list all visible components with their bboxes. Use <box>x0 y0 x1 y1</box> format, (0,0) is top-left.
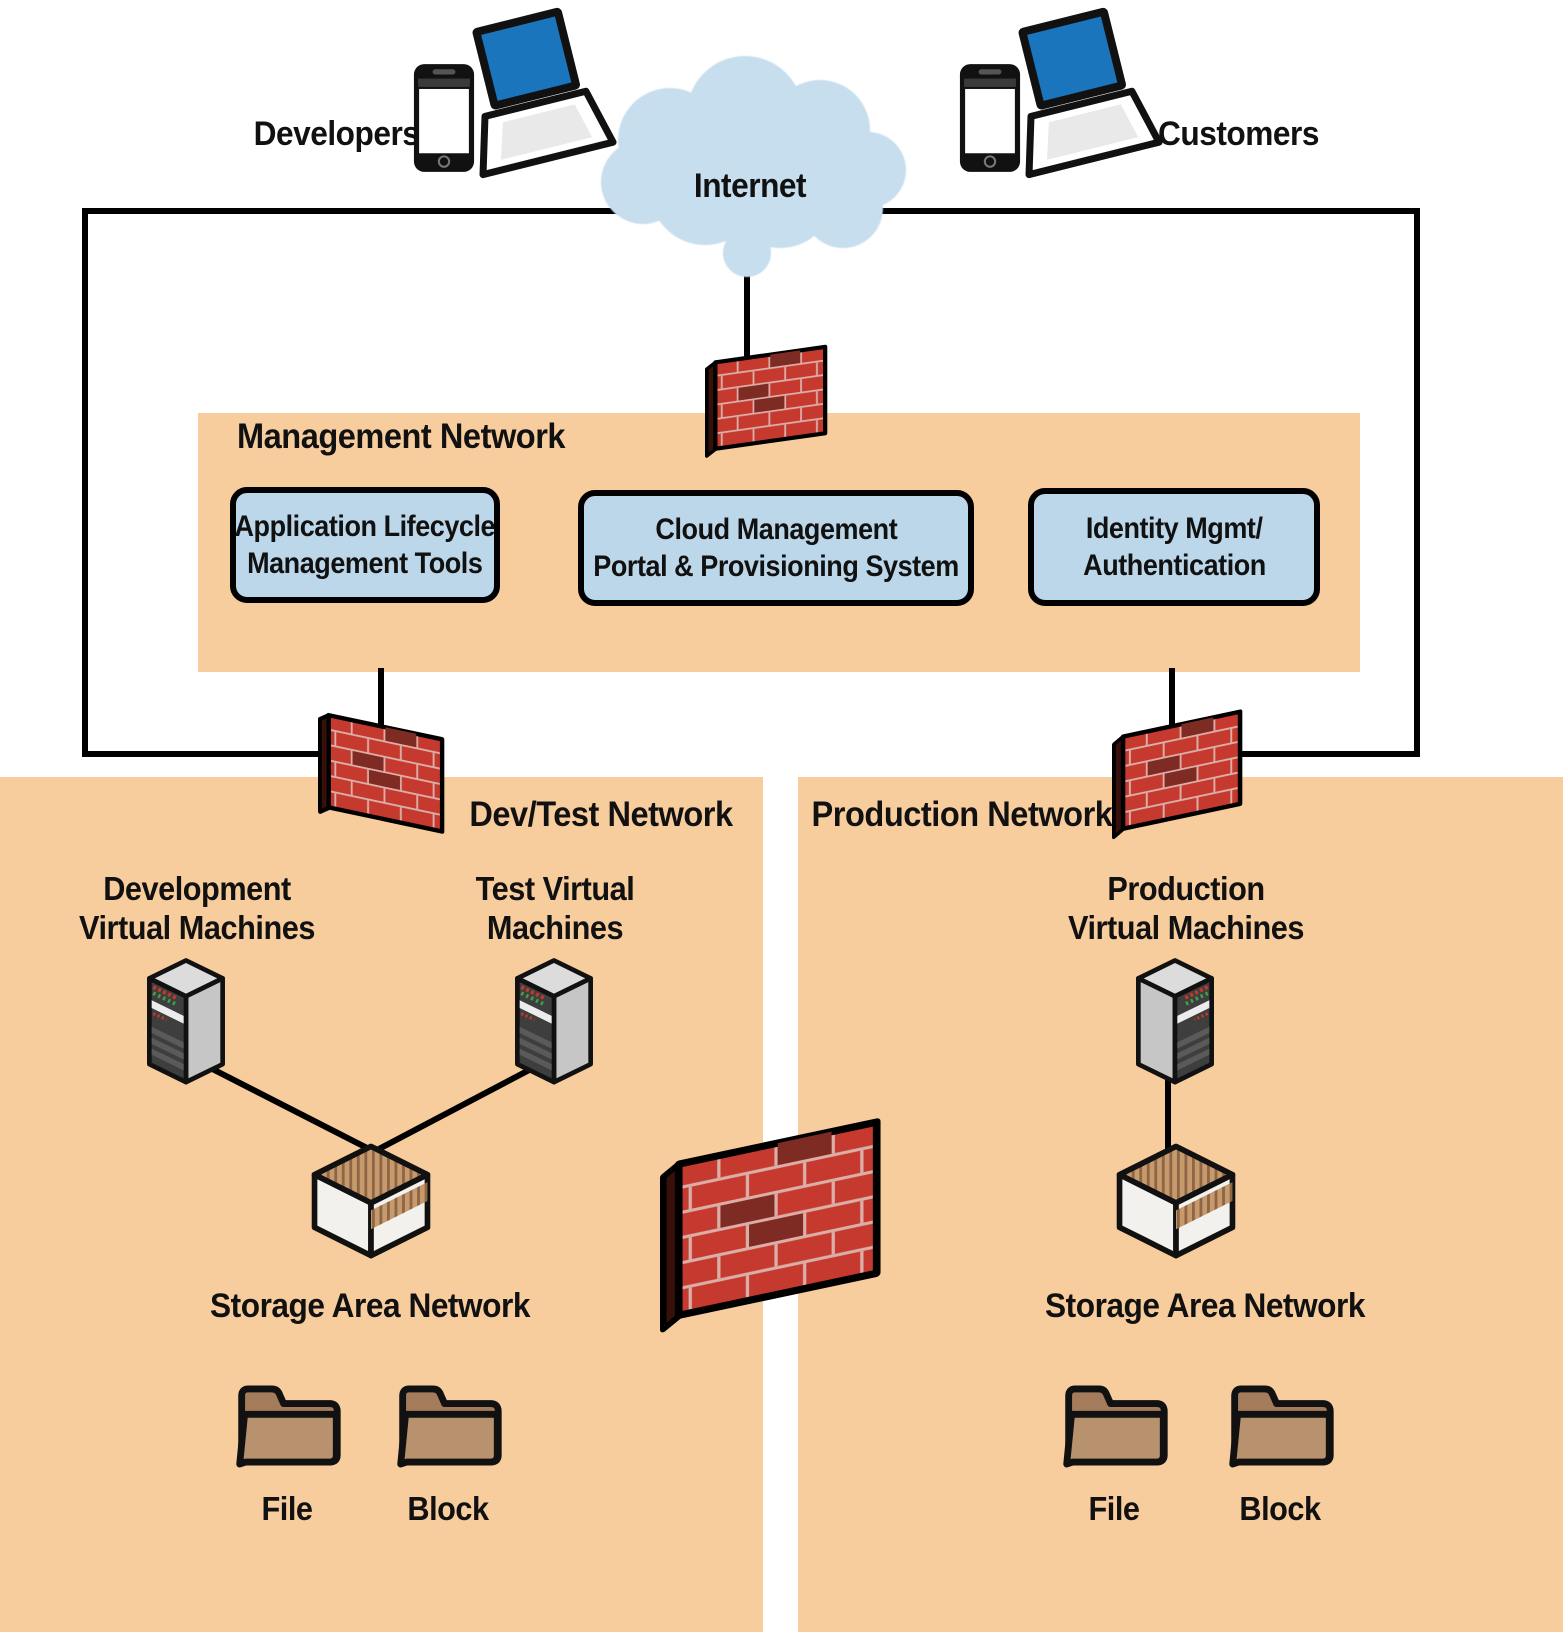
customers-phone-icon <box>959 64 1021 172</box>
internet-label: Internet <box>693 167 807 205</box>
prod-san-switch-icon <box>1116 1143 1236 1259</box>
node-label: Authentication <box>1082 549 1266 582</box>
devtest-firewall-icon <box>320 713 442 838</box>
prod-block-label: Block <box>1239 1490 1321 1527</box>
node-identity-mgmt-authentication: Identity Mgmt/ Authentication <box>1028 488 1320 606</box>
node-cloud-management-portal: Cloud Management Portal & Provisioning S… <box>578 490 974 606</box>
node-application-lifecycle-management: Application Lifecycle Management Tools <box>230 487 500 603</box>
test-vm-label: Test Virtual Machines <box>475 870 635 946</box>
customers-label: Customers <box>1158 115 1319 153</box>
developers-laptop-icon <box>472 7 617 179</box>
node-label: Application Lifecycle <box>234 509 496 543</box>
devvm-to-san-line <box>183 1052 373 1153</box>
prod-file-folder-icon <box>1063 1385 1168 1468</box>
dev-san-switch-icon <box>311 1143 431 1259</box>
customers-laptop-icon <box>1018 7 1163 179</box>
development-vm-server-icon <box>147 958 225 1085</box>
production-vm-label: Production Virtual Machines <box>1068 870 1304 946</box>
production-vm-server-icon <box>1136 958 1214 1085</box>
developers-label: Developers <box>253 115 420 153</box>
node-label: Management Tools <box>247 547 483 580</box>
dev-test-network-title: Dev/Test Network <box>469 795 733 834</box>
dev-block-folder-icon <box>397 1385 502 1468</box>
developers-phone-icon <box>413 64 475 172</box>
prod-block-folder-icon <box>1229 1385 1334 1468</box>
production-network-title: Production Network <box>811 795 1113 834</box>
central-firewall-icon <box>663 1122 876 1329</box>
dev-block-label: Block <box>407 1490 489 1527</box>
internet-firewall-icon <box>707 347 825 456</box>
prod-san-label: Storage Area Network <box>1045 1287 1365 1325</box>
prod-file-label: File <box>1088 1490 1140 1527</box>
dev-file-label: File <box>261 1490 313 1527</box>
internet-cloud-icon <box>601 56 906 277</box>
testvm-to-san-line <box>375 1055 554 1153</box>
management-network-title: Management Network <box>237 417 566 456</box>
development-vm-label: Development Virtual Machines <box>79 870 315 946</box>
node-label: Portal & Provisioning System <box>593 550 959 583</box>
production-firewall-icon <box>1114 712 1240 837</box>
dev-file-folder-icon <box>236 1385 341 1468</box>
node-label: Identity Mgmt/ <box>1085 511 1263 545</box>
node-label: Cloud Management <box>655 512 897 546</box>
test-vm-server-icon <box>515 958 593 1085</box>
dev-san-label: Storage Area Network <box>210 1287 530 1325</box>
